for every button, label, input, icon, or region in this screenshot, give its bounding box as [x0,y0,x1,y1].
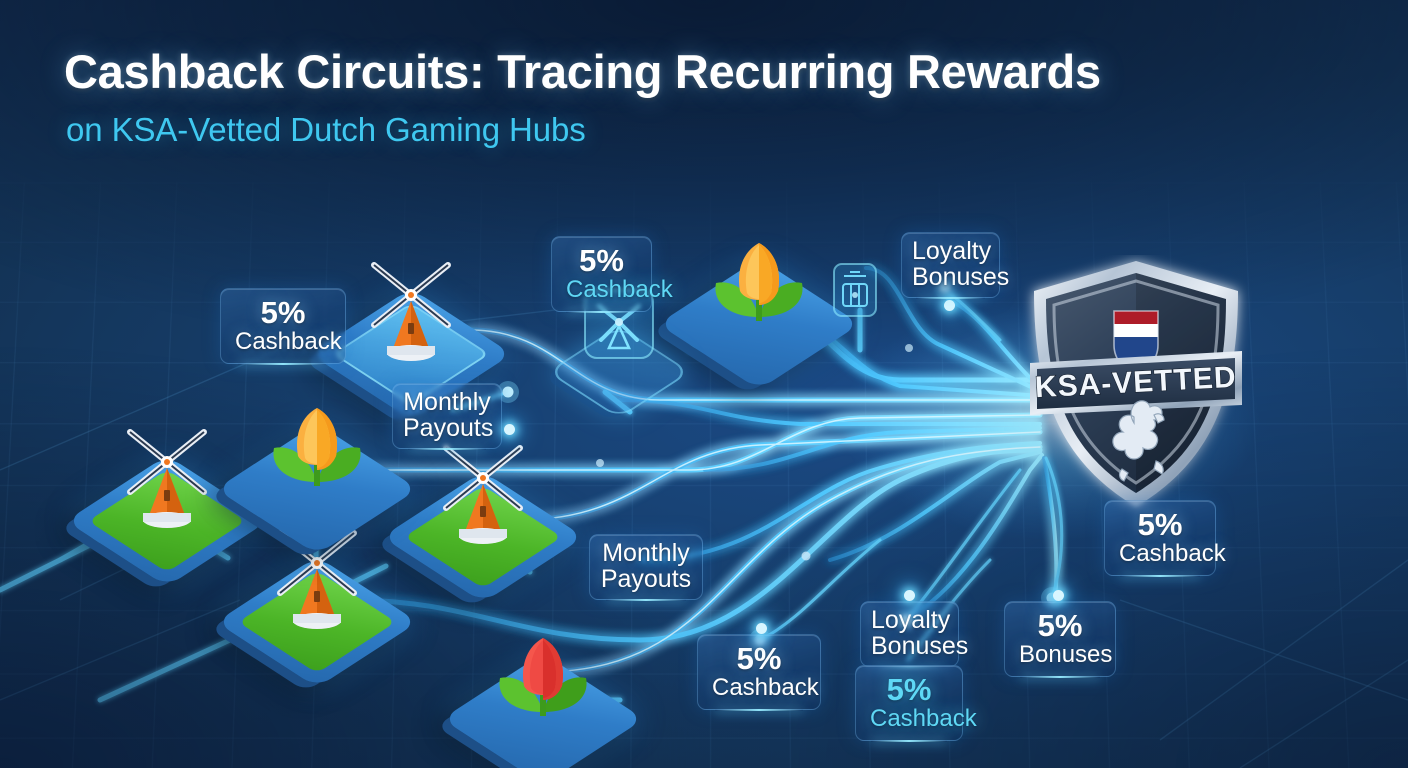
badge-loyalty-top-right[interactable]: Loyalty Bonuses [901,232,1010,311]
badge-value: 5% [736,641,782,676]
connector-dot [756,623,767,634]
badge-monthly-payouts-mid[interactable]: Monthly Payouts [589,534,703,601]
badge-line-1: Monthly [602,539,690,567]
windmill-icon [443,445,523,544]
header: Cashback Circuits: Tracing Recurring Rew… [64,46,1364,148]
badge-value: 5% [1037,608,1083,643]
page-subtitle: on KSA-Vetted Dutch Gaming Hubs [66,110,586,148]
badge-label: Cashback [870,704,977,732]
page-title: Cashback Circuits: Tracing Recurring Rew… [64,45,1101,98]
badge-loyalty-bottom[interactable]: Loyalty Bonuses [860,590,969,668]
tulip-icon [715,243,803,321]
badge-value: 5% [1137,507,1183,542]
badge-line-2: Payouts [600,564,692,593]
tulip-icon [273,408,361,486]
badge-line-1: Loyalty [912,237,992,265]
badge-monthly-payouts-top[interactable]: Monthly Payouts [392,383,515,450]
badge-cashback-right[interactable]: 5% Cashback [1104,500,1226,578]
badge-label: Cashback [235,327,342,355]
badge-cashback-bottom-left[interactable]: 5% Cashback [697,623,821,712]
rampant-lion [1112,400,1165,482]
badge-label: Bonuses [1019,640,1113,668]
connector-dot [944,300,955,311]
connector-dot [904,590,915,601]
badge-line-2: Bonuses [912,262,1010,291]
windmill-icon [371,262,451,361]
slot-machine-holo-icon[interactable] [832,262,878,318]
badge-label: Cashback [1119,539,1226,567]
badge-value: 5% [579,243,624,278]
badge-bonuses-bottom-right[interactable]: 5% Bonuses [1004,590,1116,679]
badge-line-1: Loyalty [871,606,951,634]
badge-value: 5% [260,295,306,330]
badge-cashback-top-center[interactable]: 5% Cashback [551,236,673,314]
badge-line-2: Bonuses [871,631,969,660]
windmill-icon [127,429,207,528]
badge-cashback-bottom-cyan[interactable]: 5% Cashback [855,665,977,743]
tulip-icon [499,638,587,716]
badge-line-1: Monthly [403,388,491,416]
shield-banner: KSA-VETTED [1030,351,1242,415]
windmill-icon [277,530,357,629]
badge-label: Cashback [566,275,673,303]
badge-label: Cashback [712,673,819,701]
ksa-vetted-shield[interactable]: KSA-VETTED [1016,255,1256,515]
badge-value: 5% [886,672,932,707]
badge-cashback-left[interactable]: 5% Cashback [220,288,346,366]
connector-dot [1053,590,1064,601]
badge-line-2: Payouts [403,413,494,442]
connector-dot [504,424,515,435]
